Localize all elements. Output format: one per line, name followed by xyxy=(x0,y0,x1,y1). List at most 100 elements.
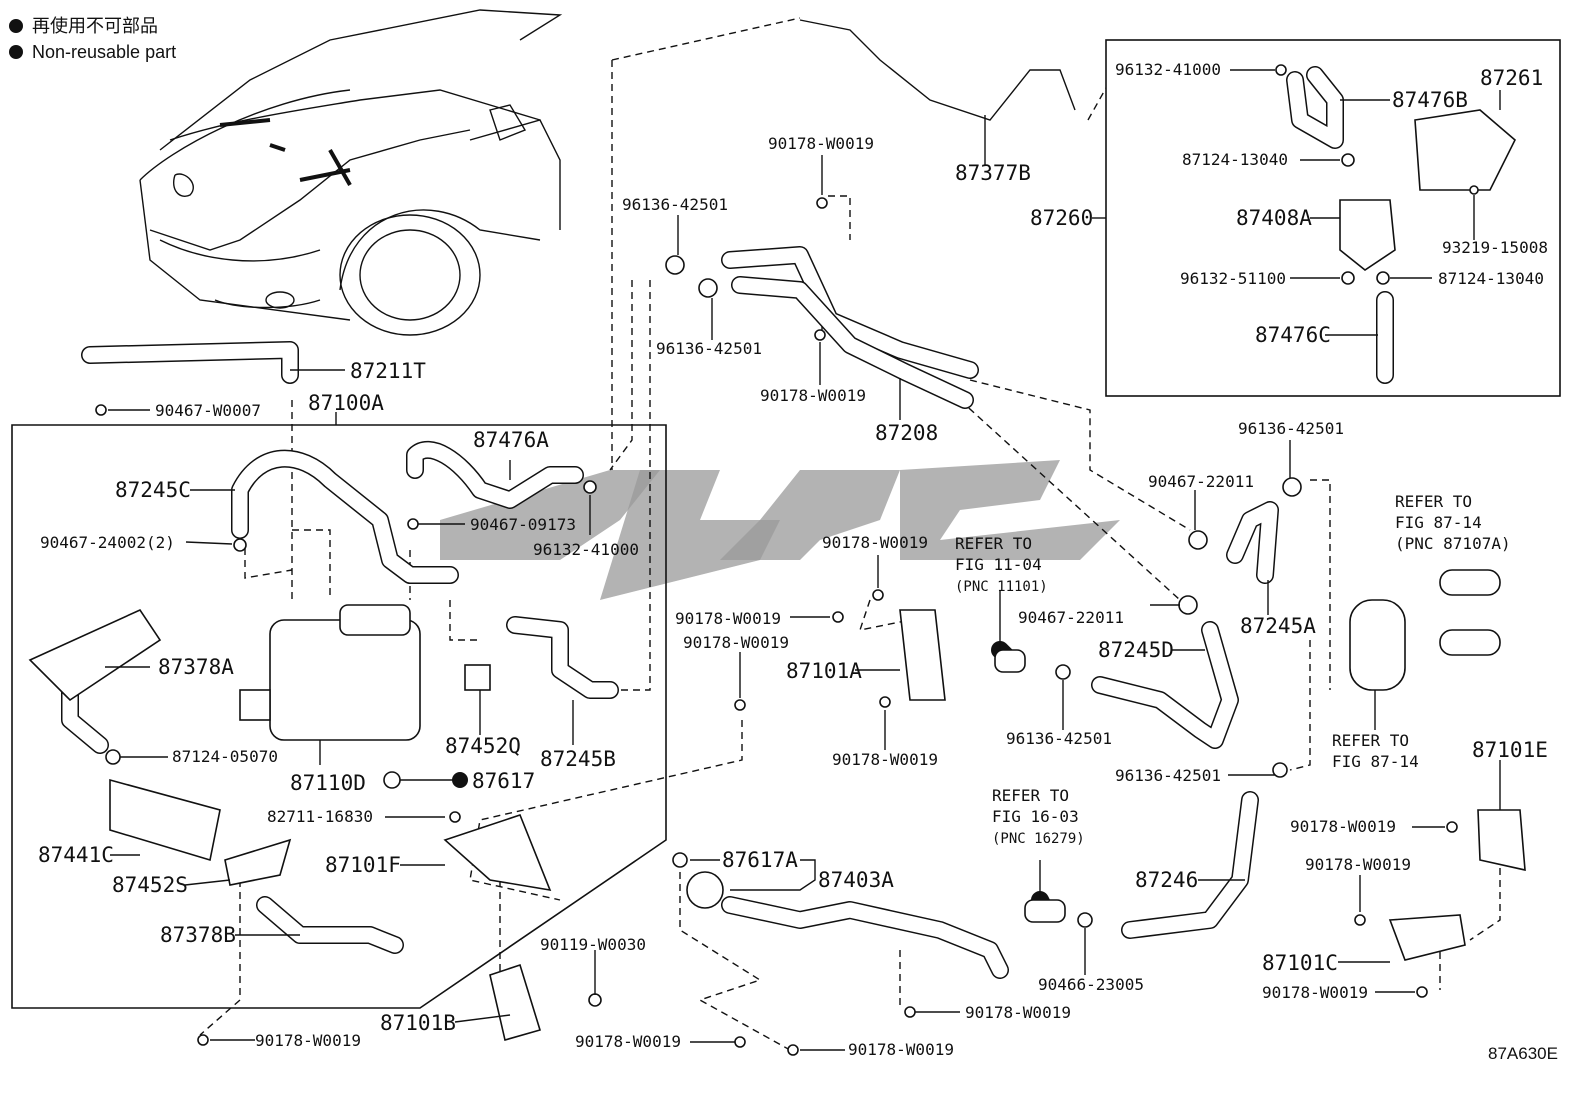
nut-icon xyxy=(879,696,891,708)
part-label: 87408A xyxy=(1236,206,1312,230)
part-label: 90178-W0019 xyxy=(848,1040,954,1059)
bracket-87452Q xyxy=(464,664,491,691)
bracket-87452S xyxy=(224,838,292,886)
clamp-icon xyxy=(1341,271,1355,285)
clamp-icon xyxy=(1376,271,1390,285)
nut-icon xyxy=(734,1036,746,1048)
part-label: 87261 xyxy=(1480,66,1543,90)
nut-icon xyxy=(816,197,828,209)
part-label: 87378A xyxy=(158,655,234,679)
gasket-icon xyxy=(672,852,688,868)
part-label: 87101B xyxy=(380,1011,456,1035)
clamp-icon xyxy=(1341,153,1355,167)
hose-shapes xyxy=(61,19,1394,979)
part-label: 87246 xyxy=(1135,868,1198,892)
part-label: 87101F xyxy=(325,853,401,877)
part-label: 87617 xyxy=(472,769,535,793)
part-label: 96136-42501 xyxy=(622,195,728,214)
vehicle-front-illustration xyxy=(139,9,563,336)
part-label: 87124-05070 xyxy=(172,747,278,766)
assembly-label: 87100A xyxy=(308,391,384,415)
legend-english: Non-reusable part xyxy=(32,42,176,62)
part-label: 87110D xyxy=(290,771,366,795)
part-label: 96136-42501 xyxy=(1238,419,1344,438)
nut-icon xyxy=(872,589,884,601)
nut-icon xyxy=(832,611,844,623)
refer-label: (PNC 16279) xyxy=(992,831,1085,847)
nut-icon xyxy=(787,1044,799,1056)
nut-icon xyxy=(1354,914,1366,926)
dashed-guides xyxy=(199,17,1501,1051)
bracket-87101B xyxy=(489,963,542,1042)
part-label: 87476A xyxy=(473,428,549,452)
legend-japanese: 再使用不可部品 xyxy=(32,16,158,36)
clip-icon xyxy=(407,518,419,530)
part-label: 87101C xyxy=(1262,951,1338,975)
clamp-icon xyxy=(1272,762,1288,778)
pump-87408A xyxy=(1339,199,1396,271)
refer-label: FIG 87-14 xyxy=(1395,513,1482,532)
non-reusable-bullet-icon xyxy=(9,19,23,33)
assembly-label: 87260 xyxy=(1030,206,1093,230)
part-label: 96132-41000 xyxy=(1115,60,1221,79)
part-labels: 87211T 90467-W0007 87100A 87245C 87476A … xyxy=(38,60,1558,1063)
part-label: 90467-09173 xyxy=(470,515,576,534)
part-label: 87208 xyxy=(875,421,938,445)
clamp-icon xyxy=(1077,912,1093,928)
clamp-icon xyxy=(105,749,121,765)
part-label: 87378B xyxy=(160,923,236,947)
refer-label: REFER TO xyxy=(955,534,1032,553)
clamp-icon xyxy=(1055,664,1071,680)
nut-icon xyxy=(1446,821,1458,833)
part-label: 87211T xyxy=(350,359,426,383)
heater-unit-87110D xyxy=(269,619,421,741)
component-shapes xyxy=(28,109,1526,1042)
bracket-87101C xyxy=(1388,914,1466,961)
part-label: 90178-W0019 xyxy=(683,633,789,652)
part-label: 96132-51100 xyxy=(1180,269,1286,288)
watermark-logo xyxy=(440,460,1120,600)
part-label: 82711-16830 xyxy=(267,807,373,826)
part-label: 90467-22011 xyxy=(1148,472,1254,491)
clamp-icon xyxy=(698,278,718,298)
clamp-icon xyxy=(233,538,247,552)
part-label: 90178-W0019 xyxy=(822,533,928,552)
screw-icon xyxy=(1469,185,1479,195)
grommet xyxy=(1349,599,1406,691)
flange-87617A xyxy=(686,871,724,909)
part-label: 87476C xyxy=(1255,323,1331,347)
bolt-icon xyxy=(588,993,602,1007)
refer-label: FIG 87-14 xyxy=(1332,752,1419,771)
part-label: 90178-W0019 xyxy=(675,609,781,628)
nut-icon xyxy=(814,329,826,341)
refer-label: FIG 16-03 xyxy=(992,807,1079,826)
part-label: 96136-42501 xyxy=(656,339,762,358)
part-label: 90178-W0019 xyxy=(768,134,874,153)
part-label: 90178-W0019 xyxy=(255,1031,361,1050)
part-label: 96136-42501 xyxy=(1115,766,1221,785)
nut-icon xyxy=(1416,986,1428,998)
bracket-87261 xyxy=(1414,109,1516,191)
part-label: 90178-W0019 xyxy=(965,1003,1071,1022)
part-label: 87101A xyxy=(786,659,862,683)
part-label: 90467-22011 xyxy=(1018,608,1124,627)
legend: 再使用不可部品 Non-reusable part xyxy=(9,16,176,62)
refer-label: (PNC 87107A) xyxy=(1395,534,1511,553)
clip-icon xyxy=(1188,530,1208,550)
part-label: 90119-W0030 xyxy=(540,935,646,954)
part-label: 87245C xyxy=(115,478,191,502)
part-label: 90178-W0019 xyxy=(575,1032,681,1051)
clamp-icon xyxy=(1282,477,1302,497)
refer-label: FIG 11-04 xyxy=(955,555,1042,574)
part-label: 90467-W0007 xyxy=(155,401,261,420)
refer-label: (PNC 11101) xyxy=(955,579,1048,595)
clip-icon xyxy=(95,404,107,416)
refer-label: REFER TO xyxy=(1395,492,1472,511)
part-label: 90178-W0019 xyxy=(1290,817,1396,836)
fastener-icons xyxy=(95,64,1479,1056)
part-label: 87617A xyxy=(722,848,798,872)
nut-icon xyxy=(197,1034,209,1046)
nut-icon xyxy=(904,1006,916,1018)
figure-code: 87A630E xyxy=(1488,1044,1558,1063)
